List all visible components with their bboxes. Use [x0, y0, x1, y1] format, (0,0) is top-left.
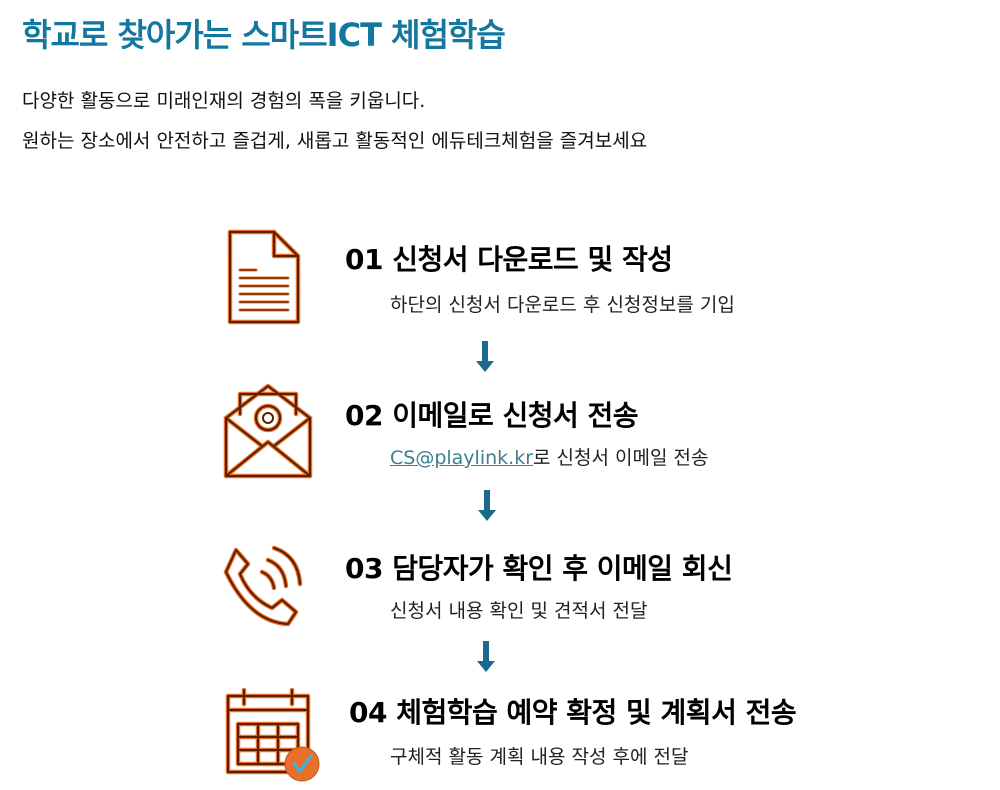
phone-icon: [223, 545, 303, 627]
document-icon: [227, 229, 301, 325]
email-link[interactable]: CS@playlink.kr: [390, 447, 534, 469]
step-4-desc: 구체적 활동 계획 내용 작성 후에 전달: [390, 746, 689, 768]
page-title: 학교로 찾아가는 스마트ICT 체험학습: [22, 16, 506, 54]
intro-line-2: 원하는 장소에서 안전하고 즐겁게, 새롭고 활동적인 에듀테크체험을 즐겨보세…: [22, 130, 648, 152]
step-2-title: 02 이메일로 신청서 전송: [345, 399, 639, 432]
calendar-check-icon: [225, 688, 320, 782]
step-4-title: 04 체험학습 예약 확정 및 계획서 전송: [349, 696, 797, 729]
step-2-desc-text: 로 신청서 이메일 전송: [533, 447, 709, 469]
step-1-title: 01 신청서 다운로드 및 작성: [345, 243, 673, 276]
step-1-desc: 하단의 신청서 다운로드 후 신청정보를 기입: [390, 294, 735, 316]
arrow-down-icon: [477, 641, 495, 672]
step-3-title: 03 담당자가 확인 후 이메일 회신: [345, 552, 733, 585]
email-icon: [223, 383, 313, 479]
arrow-down-icon: [478, 490, 496, 521]
arrow-down-icon: [476, 341, 494, 372]
intro-line-1: 다양한 활동으로 미래인재의 경험의 폭을 키웁니다.: [22, 90, 426, 112]
step-2-desc: CS@playlink.kr로 신청서 이메일 전송: [390, 443, 708, 470]
step-3-desc: 신청서 내용 확인 및 견적서 전달: [390, 600, 648, 622]
